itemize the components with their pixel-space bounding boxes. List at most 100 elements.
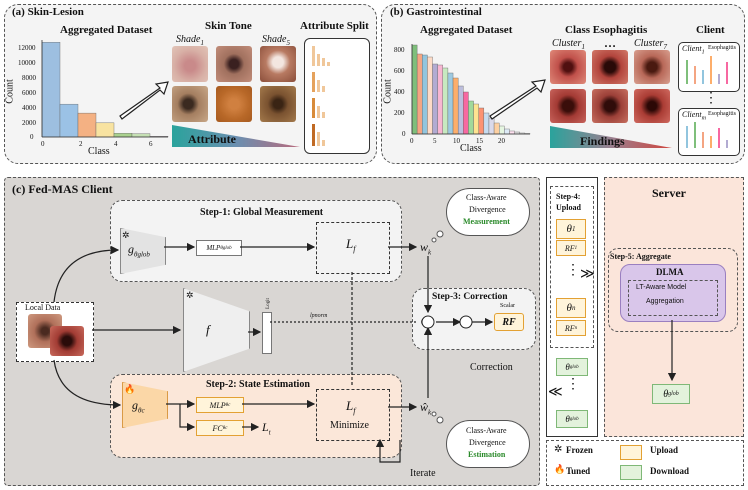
- lt-aware-line2: Aggregation: [646, 298, 684, 305]
- legend-download-label: Download: [650, 466, 690, 476]
- skin-thumb: [216, 86, 252, 122]
- endoscopy-thumb: [592, 89, 628, 123]
- arrow-b: [489, 79, 546, 120]
- cloud-top-line3: Measurement: [463, 217, 510, 226]
- minimize-label: Minimize: [330, 420, 369, 431]
- bar-12: [473, 103, 479, 135]
- lt-label: Lt: [262, 420, 271, 437]
- bar-13: [478, 107, 485, 135]
- step3-title: Step-3: Correction: [432, 292, 508, 302]
- lf-bottom-box: [316, 389, 390, 441]
- cloud-top-line1: Class-Aware: [466, 193, 507, 202]
- panel-a-ytick: 2000: [22, 119, 36, 127]
- bar-5: [437, 64, 443, 135]
- cloud-estimation: [446, 420, 530, 468]
- panel-b-client-title: Client: [696, 24, 725, 36]
- cluster-1-label: Cluster1: [552, 38, 585, 51]
- legend-box: [546, 440, 744, 486]
- bar-0: [411, 44, 418, 135]
- panel-b-xtick: 5: [433, 137, 437, 145]
- lpnorm-label: lpnorm: [310, 313, 328, 319]
- server-title: Server: [652, 186, 686, 200]
- skin-thumb: [216, 46, 252, 82]
- client-m-box: [678, 108, 740, 156]
- panel-b-ytick: 0: [402, 130, 406, 138]
- panel-b-xtick: 15: [476, 137, 483, 145]
- panel-a-xtick: 2: [79, 140, 83, 148]
- step5-box: [608, 248, 738, 332]
- bar-15: [488, 117, 495, 135]
- step1-box: [110, 200, 402, 282]
- skin-thumb: [172, 86, 208, 122]
- dlma-label: DLMA: [656, 267, 684, 277]
- bar-6: [442, 67, 449, 135]
- bar-9: [457, 85, 464, 135]
- panel-a-xtick: 4: [114, 140, 118, 148]
- client-m-caption: Esophagitis: [708, 111, 736, 117]
- frozen-icon: ✲: [122, 230, 130, 240]
- endoscopy-thumb: [550, 50, 586, 84]
- legend-tuned-icon: 🔥: [554, 464, 566, 474]
- arrow-iterate: [375, 438, 401, 463]
- lt-aware-box: [628, 280, 718, 316]
- panel-a-ytick: 8000: [22, 74, 36, 82]
- bar-4: [432, 63, 438, 135]
- tuned-icon: 🔥: [124, 384, 136, 394]
- endoscopy-thumb: [592, 50, 628, 84]
- logit-bar: [262, 312, 272, 354]
- step5-title: Step-5: Aggregate: [610, 252, 671, 261]
- encoder-f-label: f: [206, 322, 210, 337]
- bar-17: [499, 125, 505, 135]
- step1-title: Step-1: Global Measurement: [200, 207, 324, 218]
- lt-aware-line1: LT-Aware Model: [636, 284, 687, 291]
- cloud-top-line2: Divergence: [469, 205, 506, 214]
- cloud-bot-line1: Class-Aware: [466, 426, 507, 435]
- endoscopy-thumb: [550, 89, 586, 123]
- cloud-bot-line3: Estimation: [468, 450, 506, 459]
- bar-1: [59, 103, 79, 138]
- panel-a-xtick: 6: [149, 140, 153, 148]
- cloud-measurement: [446, 188, 530, 236]
- panel-a-ytick: 10000: [18, 59, 36, 67]
- upload-chevron: ≫: [580, 267, 595, 282]
- cluster-7-label: Cluster7: [634, 38, 667, 51]
- bar-8: [452, 77, 459, 135]
- arrow-gc-to-fc: [179, 404, 196, 432]
- panel-a-ytick: 4000: [22, 104, 36, 112]
- chart-a-bars: [41, 42, 169, 138]
- iterate-label: Iterate: [410, 468, 436, 479]
- encoder-global-label: gθglob: [128, 242, 150, 259]
- bar-2: [77, 112, 97, 138]
- panel-b-xtick: 0: [410, 137, 414, 145]
- panel-a-ytick: 12000: [18, 44, 36, 52]
- arrow-local-to-client: [53, 359, 122, 410]
- multiply-circle: [421, 315, 435, 329]
- wk-hat-label: ŵk: [420, 400, 432, 417]
- panel-b-dataset-title: Aggregated Dataset: [420, 24, 513, 36]
- arrow-a: [119, 81, 169, 120]
- panel-a-ytick: 0: [30, 133, 34, 141]
- bar-5: [131, 133, 151, 138]
- cluster-dots: …: [604, 36, 616, 50]
- local-data-image: [50, 326, 84, 356]
- panel-b-title: (b) Gastrointestinal: [390, 6, 482, 18]
- attribute-split-minicharts: [312, 46, 330, 146]
- upload-vdots: ⋮: [566, 263, 580, 278]
- bar-18: [504, 128, 510, 135]
- local-data-label: Local Data: [25, 303, 61, 312]
- panel-b-ytick: 800: [394, 46, 405, 54]
- findings-label: Findings: [580, 134, 625, 148]
- client-1-caption: Esophagitis: [708, 45, 736, 51]
- rf-box: RF: [494, 313, 524, 331]
- panel-a-title: (a) Skin-Lesion: [12, 6, 84, 18]
- sum-circle: [459, 315, 473, 329]
- legend-frozen-label: Frozen: [566, 445, 593, 455]
- client-m-label: Clientm: [682, 110, 706, 122]
- bar-1: [416, 53, 423, 135]
